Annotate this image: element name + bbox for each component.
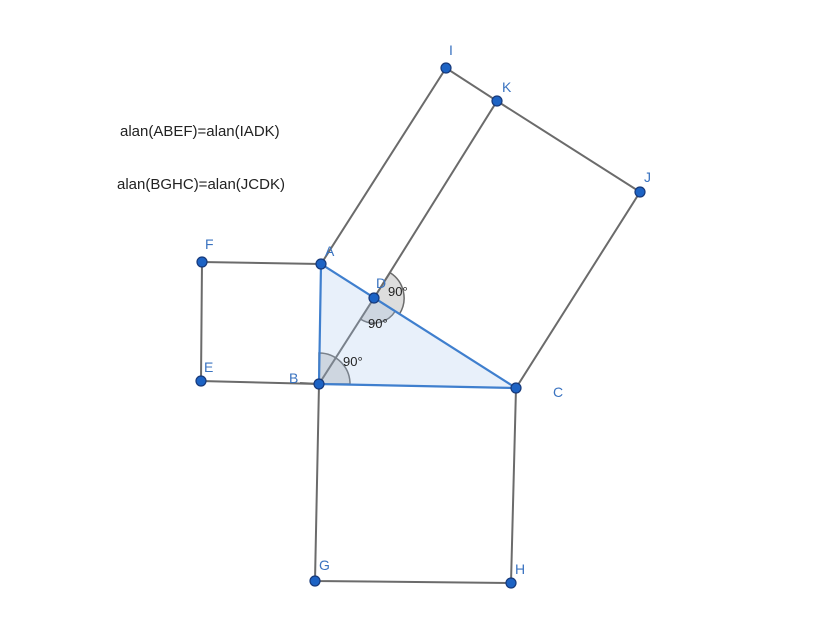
square-bghc bbox=[313, 383, 517, 585]
angle-d-upper-label: 90° bbox=[388, 284, 408, 299]
point-h[interactable] bbox=[505, 577, 517, 589]
equation-2: alan(BGHC)=alan(JCDK) bbox=[117, 176, 285, 193]
point-g[interactable] bbox=[309, 575, 321, 587]
point-b[interactable] bbox=[313, 378, 325, 390]
angle-b bbox=[318, 352, 351, 385]
point-j[interactable] bbox=[634, 186, 646, 198]
label-k: K bbox=[502, 79, 512, 95]
angle-d-lower-label: 90° bbox=[368, 316, 388, 331]
label-h: H bbox=[515, 561, 525, 577]
points[interactable] bbox=[195, 62, 646, 589]
label-b: B bbox=[289, 370, 298, 386]
rectangle-jcdk bbox=[496, 100, 642, 389]
label-c: C bbox=[553, 384, 563, 400]
point-e[interactable] bbox=[195, 375, 207, 387]
angle-d-lower bbox=[359, 296, 397, 324]
label-a: A bbox=[325, 243, 335, 259]
label-d: D bbox=[376, 275, 386, 291]
point-c[interactable] bbox=[510, 382, 522, 394]
label-f: F bbox=[205, 236, 214, 252]
equation-1: alan(ABEF)=alan(IADK) bbox=[120, 123, 280, 140]
point-f[interactable] bbox=[196, 256, 208, 268]
point-i[interactable] bbox=[440, 62, 452, 74]
triangle-abc bbox=[317, 262, 520, 390]
angle-b-label: 90° bbox=[343, 354, 363, 369]
angle-d-upper bbox=[372, 271, 405, 316]
label-e: E bbox=[204, 359, 213, 375]
rectangle-iadk bbox=[320, 66, 499, 299]
label-g: G bbox=[319, 557, 330, 573]
square-abef bbox=[199, 260, 322, 385]
point-k[interactable] bbox=[491, 95, 503, 107]
point-d[interactable] bbox=[368, 292, 380, 304]
label-j: J bbox=[644, 169, 651, 185]
point-a[interactable] bbox=[315, 258, 327, 270]
label-i: I bbox=[449, 42, 453, 58]
